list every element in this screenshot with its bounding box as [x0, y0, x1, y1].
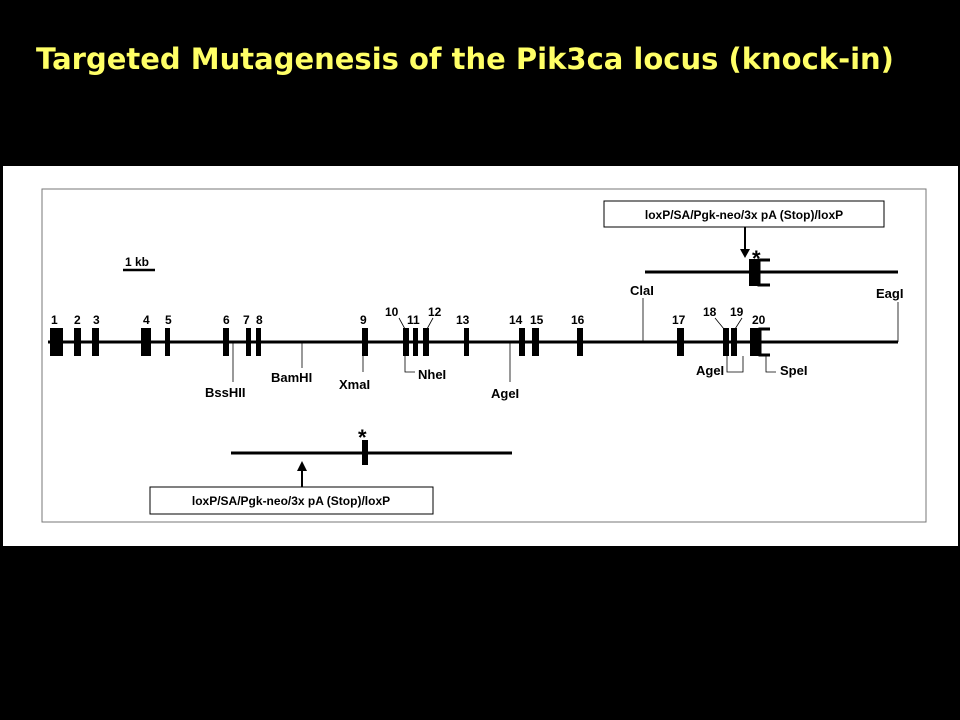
bottom-cassette-arrowhead [297, 461, 307, 471]
exon-label-6: 6 [223, 313, 230, 327]
exon-label-5: 5 [165, 313, 172, 327]
bottom-construct-exon-box [362, 440, 368, 465]
exon-20-box [750, 328, 760, 356]
site-nhei-label: NheI [418, 367, 446, 382]
exon-9-box [362, 328, 368, 356]
bottom-mutation-marker: * [358, 425, 367, 450]
top-cassette-arrowhead [740, 249, 750, 258]
scale-bar-label: 1 kb [125, 255, 149, 269]
exon-4-box [141, 328, 151, 356]
exon-label-12: 12 [428, 305, 442, 319]
exon-label-17: 17 [672, 313, 686, 327]
exon-18-box [723, 328, 729, 356]
exon-label-1: 1 [51, 313, 58, 327]
restriction-labels: BssHII BamHI XmaI NheI AgeI ClaI AgeI Sp… [205, 283, 903, 401]
exon-label-2: 2 [74, 313, 81, 327]
exon-label-20: 20 [752, 313, 766, 327]
top-construct-bracket [757, 258, 770, 287]
exon-10-box [403, 328, 409, 356]
exon-label-14: 14 [509, 313, 523, 327]
top-construct-exon-box [749, 259, 759, 286]
exon-20-bracket [758, 327, 770, 357]
bottom-cassette-box [149, 486, 434, 515]
site-bamhi-label: BamHI [271, 370, 312, 385]
exon-label-18: 18 [703, 305, 717, 319]
site-agei-1-label: AgeI [491, 386, 519, 401]
exon-label-leaders [398, 317, 743, 330]
site-spei-label: SpeI [780, 363, 807, 378]
locus-diagram: 1 kb 1 [41, 188, 927, 523]
exon-19-box [731, 328, 737, 356]
exon-11-box [413, 328, 418, 356]
exon-label-8: 8 [256, 313, 263, 327]
exon-label-3: 3 [93, 313, 100, 327]
slide-title: Targeted Mutagenesis of the Pik3ca locus… [36, 42, 894, 76]
site-bsshii-label: BssHII [205, 385, 245, 400]
exon-label-15: 15 [530, 313, 544, 327]
site-agei-2-label: AgeI [696, 363, 724, 378]
exon-8-box [256, 328, 261, 356]
exon-label-4: 4 [143, 313, 150, 327]
site-eagi-label: EagI [876, 286, 903, 301]
top-targeting-construct: loxP/SA/Pgk-neo/3x pA (Stop)/loxP * [603, 200, 898, 287]
exon-boxes [50, 328, 760, 356]
exon-labels: 1 2 3 4 5 6 7 8 9 10 11 12 13 14 15 16 1… [51, 305, 766, 327]
exon-2-box [74, 328, 81, 356]
site-xmai-label: XmaI [339, 377, 370, 392]
exon-14-box [519, 328, 525, 356]
exon-1-box [50, 328, 63, 356]
exon-label-16: 16 [571, 313, 585, 327]
bottom-cassette-label: loxP/SA/Pgk-neo/3x pA (Stop)/loxP [192, 494, 390, 508]
exon-5-box [165, 328, 170, 356]
bottom-targeting-construct: * loxP/SA/Pgk-neo/3x pA (Stop)/loxP [149, 425, 512, 515]
exon-15-box [532, 328, 539, 356]
site-clai-label: ClaI [630, 283, 654, 298]
exon-13-box [464, 328, 469, 356]
exon-7-box [246, 328, 251, 356]
exon-label-19: 19 [730, 305, 744, 319]
exon-16-box [577, 328, 583, 356]
diagram-panel: 1 kb 1 [3, 166, 958, 546]
exon-label-13: 13 [456, 313, 470, 327]
restriction-ticks [232, 298, 899, 382]
exon-label-9: 9 [360, 313, 367, 327]
top-cassette-label: loxP/SA/Pgk-neo/3x pA (Stop)/loxP [645, 208, 843, 222]
exon-3-box [92, 328, 99, 356]
exon-6-box [223, 328, 229, 356]
exon-label-10: 10 [385, 305, 399, 319]
exon-label-11: 11 [407, 313, 420, 327]
exon-label-7: 7 [243, 313, 250, 327]
top-cassette-box [603, 200, 885, 228]
exon-17-box [677, 328, 684, 356]
top-mutation-marker: * [752, 246, 761, 271]
exon-12-box [423, 328, 429, 356]
diagram-frame [41, 188, 927, 523]
